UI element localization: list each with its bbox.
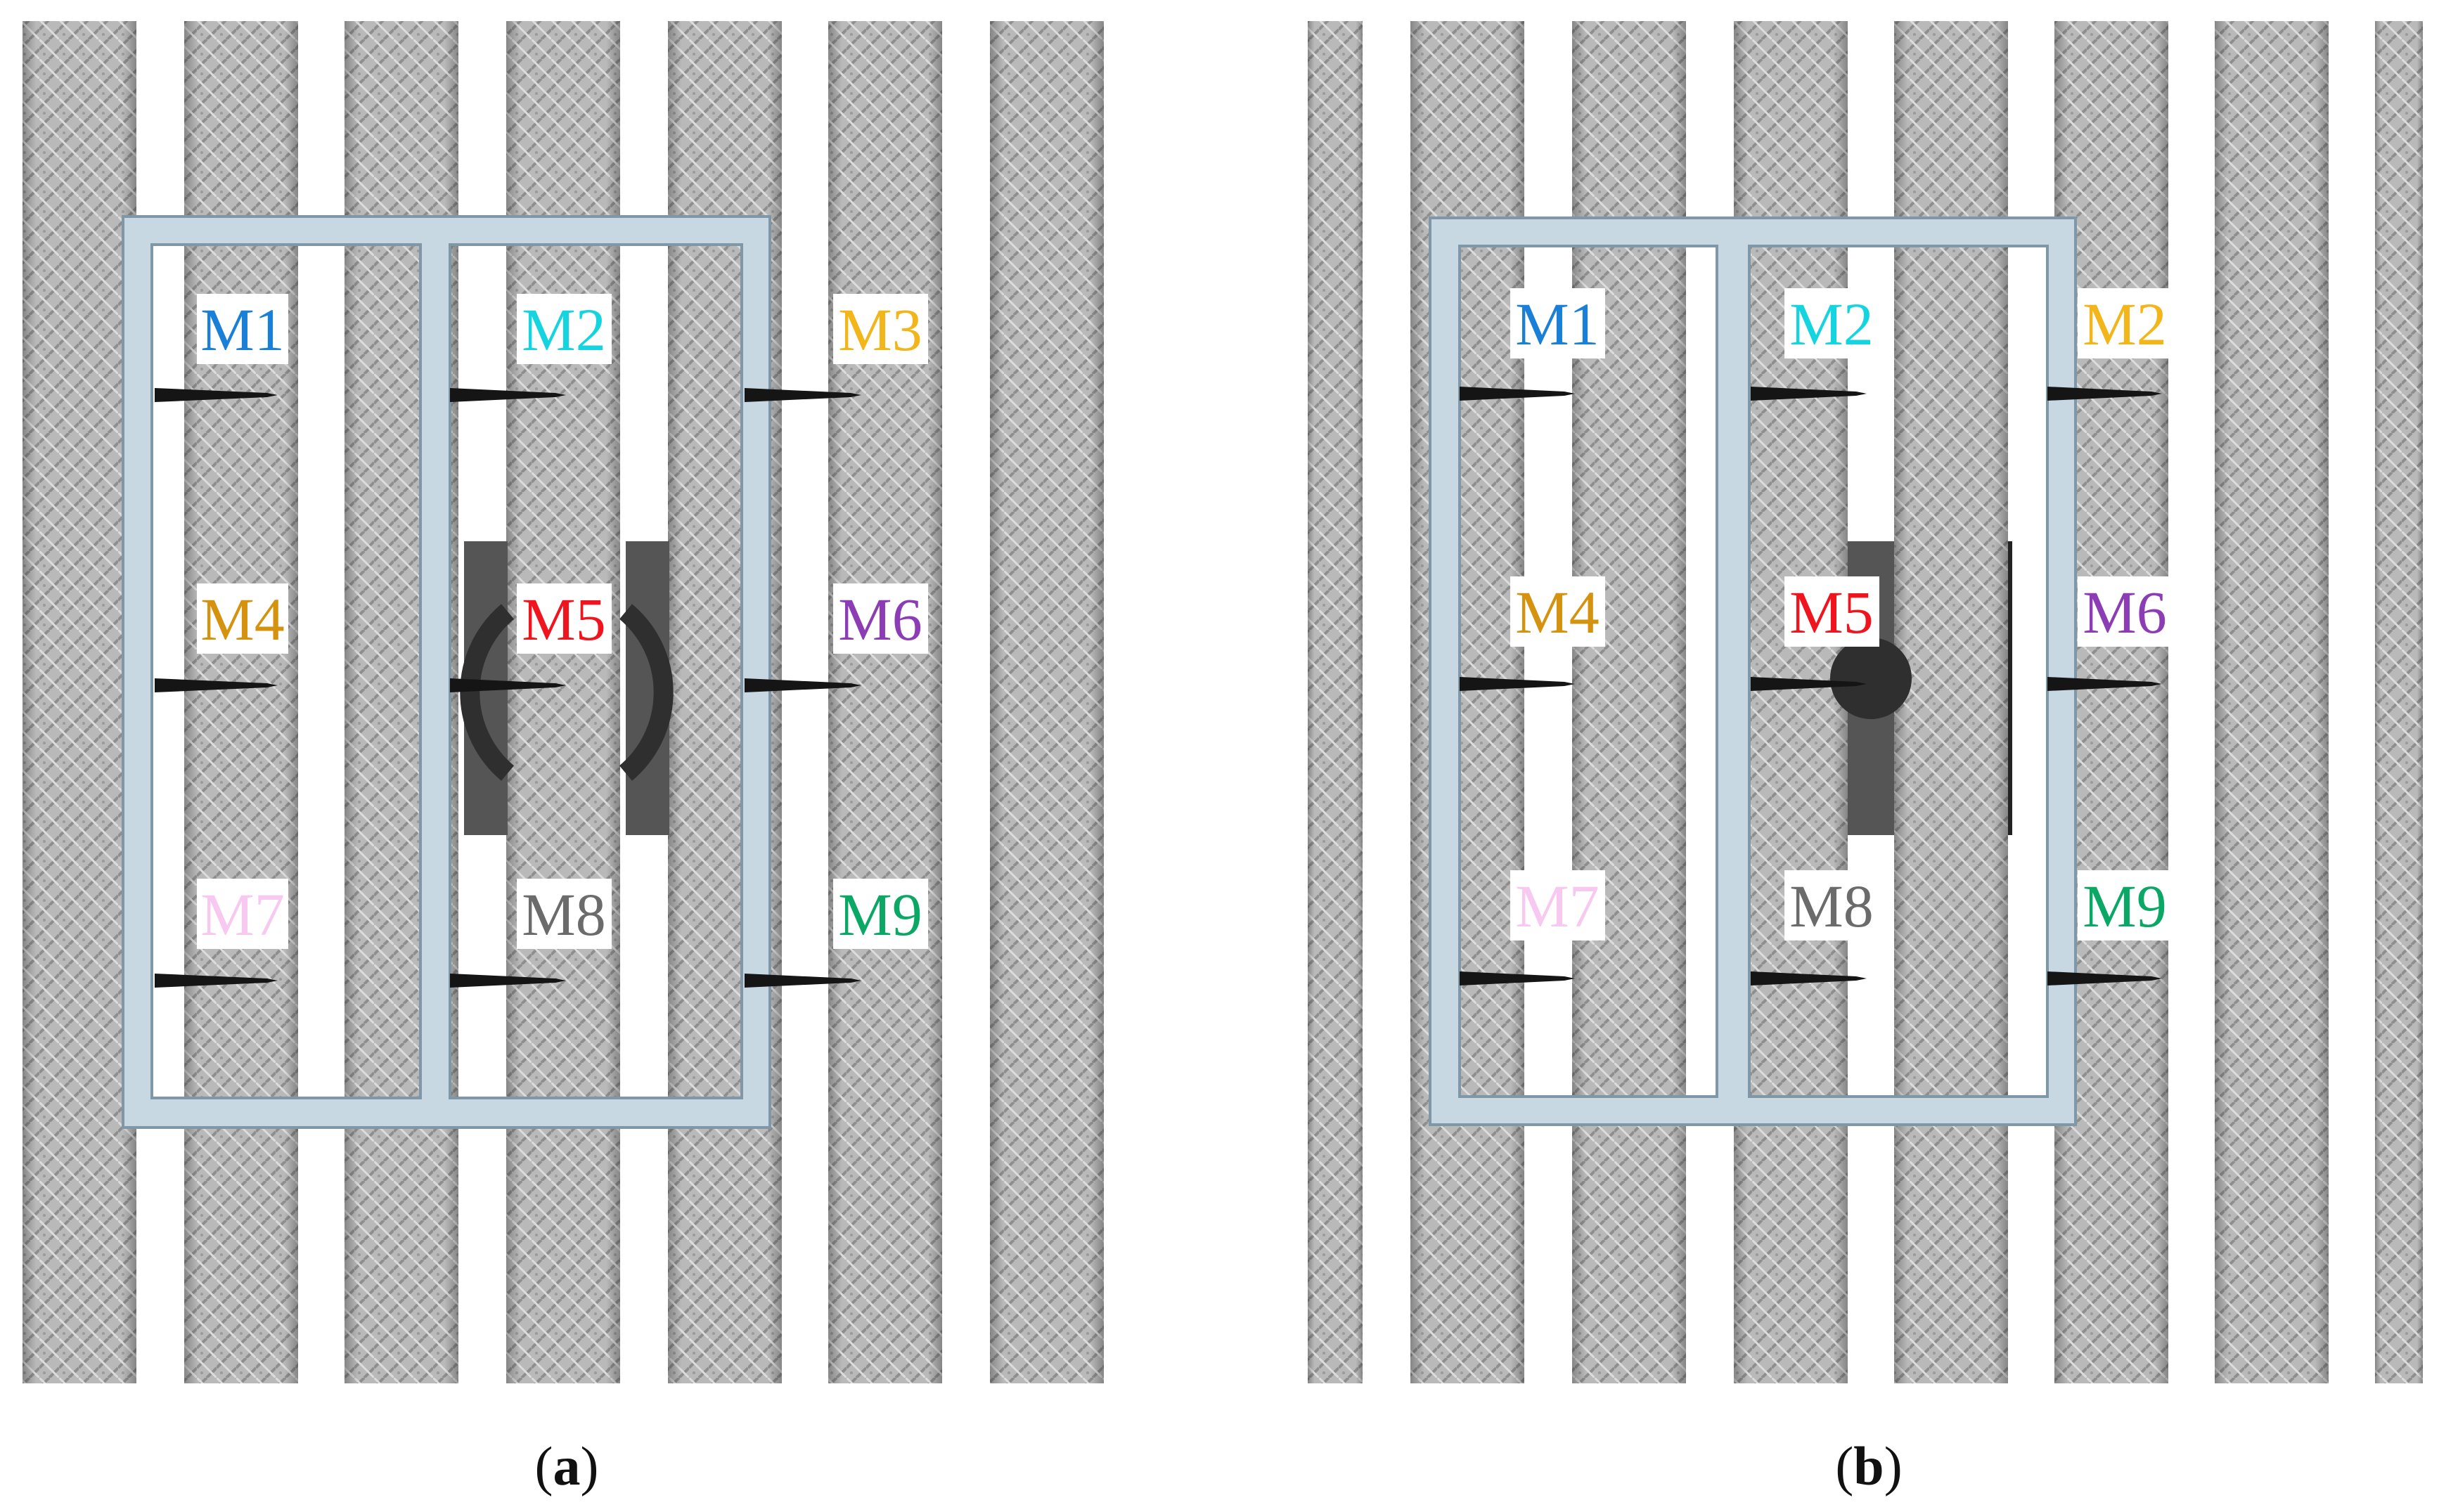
panel-caption-a: (a)	[535, 1435, 599, 1497]
anchor-bolt	[155, 974, 278, 988]
column	[506, 21, 620, 1383]
sensor-label-m7: M7	[200, 881, 284, 948]
sensor-label-m8: M8	[1789, 872, 1873, 940]
anchor-bolt	[2047, 971, 2162, 986]
rock-columns-a	[22, 21, 1104, 1383]
column	[828, 21, 942, 1383]
sensor-label-m4: M4	[200, 586, 284, 653]
column	[1894, 21, 2008, 1383]
column	[990, 21, 1104, 1383]
anchor-bolt	[1460, 387, 1575, 401]
anchor-bolt	[2047, 677, 2162, 691]
sensor-label-m2: M2	[1789, 290, 1873, 358]
anchor-bolt	[745, 974, 861, 988]
anchor-bolt	[1751, 677, 1867, 691]
anchor-bolt	[2047, 387, 2162, 401]
anchor-bolt	[155, 678, 278, 692]
anchor-bolt	[1460, 971, 1575, 986]
anchor-bolt	[745, 678, 861, 692]
sensor-labels-b: M1 M2 M2 M4 M5 M6 M7 M8 M9	[1510, 288, 2173, 941]
anchor-bolt	[450, 974, 566, 988]
anchor-bolt	[745, 388, 861, 402]
column	[1572, 21, 1686, 1383]
sensor-label-m9: M9	[838, 881, 922, 948]
panel-b: M1 M2 M2 M4 M5 M6 M7 M8 M9 (b)	[1308, 21, 2423, 1497]
sensor-anchors-a	[155, 388, 861, 988]
anchor-bolt	[1751, 971, 1867, 986]
rock-columns-b	[1308, 21, 2423, 1383]
sensor-label-m5: M5	[1789, 579, 1873, 646]
column	[2215, 21, 2329, 1383]
sensor-label-m8: M8	[522, 881, 605, 948]
sensor-label-m6: M6	[838, 586, 922, 653]
panel-a: M1 M2 M3 M4 M5 M6 M7 M8 M9 (a)	[22, 21, 1104, 1497]
sensor-label-m9: M9	[2083, 872, 2166, 940]
column	[22, 21, 136, 1383]
sensor-label-m4: M4	[1515, 579, 1599, 646]
anchor-bolt	[1751, 387, 1867, 401]
column	[184, 21, 298, 1383]
anchor-bolt	[155, 388, 278, 402]
sensor-label-m1: M1	[1515, 290, 1599, 358]
column	[2375, 21, 2423, 1383]
anchor-bolt	[450, 678, 566, 692]
column	[1734, 21, 1848, 1383]
steel-frame-a	[122, 215, 771, 1129]
column	[1308, 21, 1363, 1383]
anchor-bolt	[1460, 677, 1575, 691]
steel-frame-b	[1429, 217, 2077, 1126]
sensor-label-m6: M6	[2083, 579, 2166, 646]
sensor-label-m3: M3	[838, 296, 922, 363]
sensor-labels-a: M1 M2 M3 M4 M5 M6 M7 M8 M9	[197, 294, 928, 949]
sensor-label-m2-right: M2	[2083, 290, 2166, 358]
panel-caption-b: (b)	[1835, 1435, 1902, 1497]
sensor-label-m2: M2	[522, 296, 605, 363]
sensor-label-m5: M5	[522, 586, 605, 653]
sensor-label-m1: M1	[200, 296, 284, 363]
sensor-anchors-b	[1460, 387, 2162, 986]
sensor-label-m7: M7	[1515, 872, 1599, 940]
anchor-bolt	[450, 388, 566, 402]
